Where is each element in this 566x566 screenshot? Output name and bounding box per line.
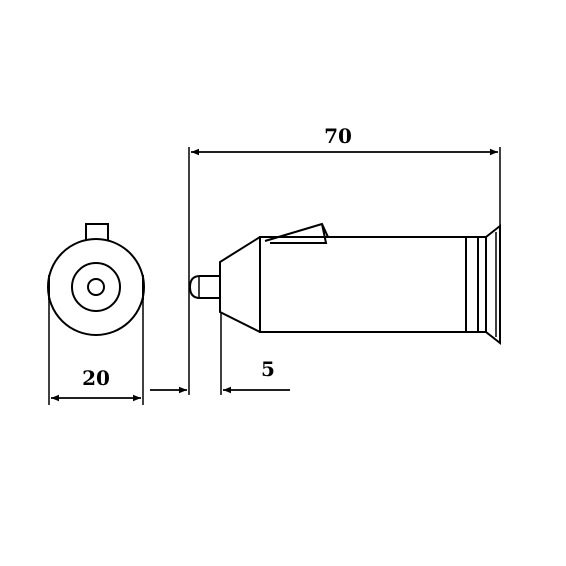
diameter-extension-lines <box>48 300 144 405</box>
main-body <box>259 236 467 333</box>
diameter-label: 20 <box>82 366 110 390</box>
side-view <box>188 222 501 346</box>
end-view-inner-ring <box>71 262 121 312</box>
rear-ring-2 <box>477 236 487 333</box>
rear-ring-1 <box>465 236 479 333</box>
tip-pin <box>188 275 221 299</box>
end-view-center-pin <box>87 278 105 296</box>
conical-nose <box>219 236 261 333</box>
length-extension-lines <box>188 147 501 395</box>
end-view <box>47 223 145 336</box>
length-label: 70 <box>324 124 352 148</box>
pin-label: 5 <box>261 357 275 381</box>
end-view-outer-circle <box>47 238 145 336</box>
rear-flange <box>485 223 501 346</box>
latch-spring <box>264 222 329 244</box>
